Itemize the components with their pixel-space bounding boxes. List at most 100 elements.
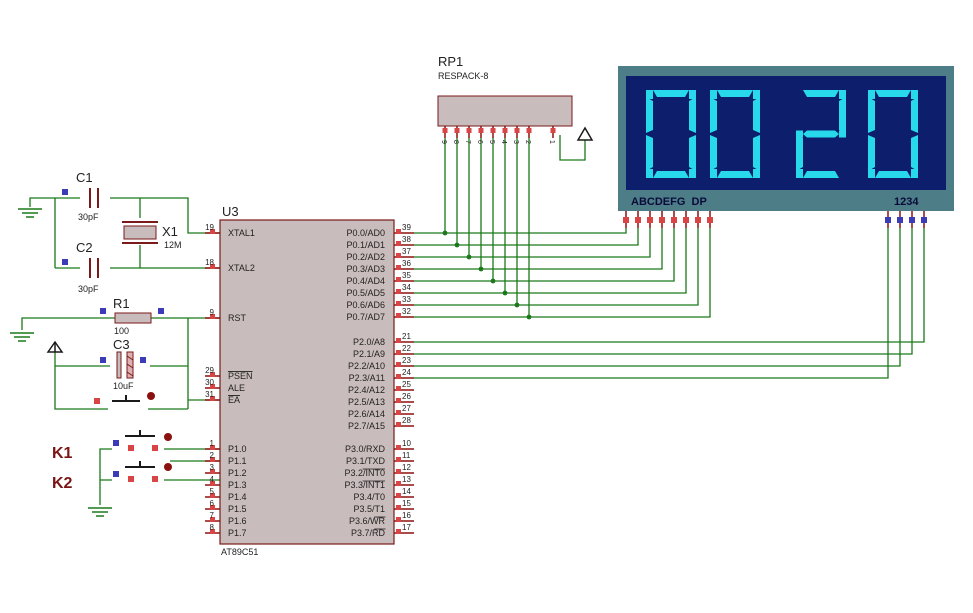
mcu-pin-num: 18 — [205, 258, 214, 267]
mcu-pin-name: P0.3/AD3 — [346, 264, 385, 274]
capacitor-c1[interactable]: C1 30pF — [62, 170, 110, 222]
segment-label: ABCDEFG DP — [631, 196, 707, 208]
mcu-pin-name: P0.0/AD0 — [346, 228, 385, 238]
mcu-right-pins: 39P0.0/AD038P0.1/AD137P0.2/AD236P0.3/AD3… — [344, 223, 414, 538]
ground-symbol — [18, 208, 42, 218]
mcu-left-pins: 19XTAL118XTAL29RST29PSEN30ALE31EA1P1.02P… — [205, 223, 255, 538]
mcu-pin-name: P0.6/AD6 — [346, 300, 385, 310]
k1-label: K1 — [52, 445, 73, 462]
mcu-pin-name: P2.6/A14 — [348, 409, 385, 419]
key-k2[interactable]: K2 — [52, 461, 172, 492]
mcu-pin-name: P1.7 — [228, 528, 247, 538]
capacitor-c2[interactable]: C2 30pF — [62, 240, 110, 294]
mcu-pin-name: P2.7/A15 — [348, 421, 385, 431]
c1-value: 30pF — [78, 212, 99, 222]
mcu-pin-name: P0.5/AD5 — [346, 288, 385, 298]
mcu-pin-name: P3.3/INT1 — [344, 480, 385, 490]
crystal-x1[interactable]: X1 12M — [122, 221, 182, 250]
mcu-pin-num: 37 — [402, 247, 411, 256]
resistor-r1[interactable]: R1 100 — [100, 296, 164, 336]
mcu-pin-name: P3.6/WR — [349, 516, 386, 526]
mcu-pin-num: 24 — [402, 368, 411, 377]
mcu-pin-name: P1.1 — [228, 456, 247, 466]
mcu-pin-num: 36 — [402, 259, 411, 268]
mcu-pin-name: EA — [228, 395, 240, 405]
mcu-pin-num: 2 — [210, 451, 215, 460]
mcu-pin-name: P0.2/AD2 — [346, 252, 385, 262]
rp1-part: RESPACK-8 — [438, 71, 488, 81]
mcu-pin-name: PSEN — [228, 371, 253, 381]
mcu-pin-name: P0.4/AD4 — [346, 276, 385, 286]
display-digit — [796, 90, 846, 178]
seven-segment-display[interactable]: ABCDEFG DP 1234 — [618, 66, 954, 228]
x1-ref: X1 — [162, 224, 178, 239]
mcu-pin-name: XTAL2 — [228, 263, 255, 273]
power-symbol — [46, 340, 64, 353]
mcu-pin-num: 11 — [402, 451, 411, 460]
x1-value: 12M — [164, 240, 182, 250]
mcu-pin-num: 26 — [402, 392, 411, 401]
mcu-pin-name: P0.7/AD7 — [346, 312, 385, 322]
mcu-pin-name: P2.3/A11 — [349, 373, 385, 383]
key-k1[interactable]: K1 — [52, 430, 172, 462]
mcu-pin-num: 35 — [402, 271, 411, 280]
mcu-pin-num: 31 — [205, 390, 214, 399]
rp1-pin-num: 6 — [476, 140, 483, 144]
mcu-u3[interactable]: U3 AT89C51 19XTAL118XTAL29RST29PSEN30ALE… — [205, 204, 414, 557]
mcu-pin-num: 13 — [402, 475, 411, 484]
mcu-pin-num: 3 — [210, 463, 215, 472]
display-digits — [646, 90, 918, 178]
rp1-ref: RP1 — [438, 54, 463, 69]
mcu-pin-num: 1 — [210, 439, 215, 448]
mcu-pin-name: P3.5/T1 — [353, 504, 385, 514]
mcu-pin-num: 6 — [210, 499, 215, 508]
mcu-pin-name: P1.4 — [228, 492, 247, 502]
mcu-pin-num: 14 — [402, 487, 411, 496]
mcu-pin-num: 5 — [210, 487, 215, 496]
mcu-pin-num: 30 — [205, 378, 214, 387]
rp1-pin-num: 9 — [440, 140, 447, 144]
display-digit — [868, 90, 918, 178]
mcu-pin-name: P0.1/AD1 — [346, 240, 385, 250]
c2-value: 30pF — [78, 284, 99, 294]
mcu-pin-num: 29 — [205, 366, 214, 375]
mcu-pin-name: P1.5 — [228, 504, 247, 514]
reset-button[interactable] — [94, 392, 155, 414]
power-symbol — [576, 126, 594, 141]
rp1-pin-num: 7 — [464, 140, 471, 144]
bus-wires — [414, 138, 925, 379]
r1-value: 100 — [114, 326, 129, 336]
mcu-pin-name: RST — [228, 313, 247, 323]
mcu-pin-num: 10 — [402, 439, 411, 448]
mcu-pin-num: 12 — [402, 463, 411, 472]
c3-value: 10uF — [113, 381, 134, 391]
mcu-pin-name: P3.7/RD — [351, 528, 386, 538]
mcu-pin-num: 34 — [402, 283, 411, 292]
mcu-pin-name: P3.1/TXD — [346, 456, 386, 466]
mcu-pin-name: P1.0 — [228, 444, 247, 454]
c3-ref: C3 — [113, 337, 130, 352]
r1-ref: R1 — [113, 296, 130, 311]
display-digit — [710, 90, 760, 178]
mcu-pin-num: 15 — [402, 499, 411, 508]
digit-label: 1234 — [894, 196, 919, 208]
ground-symbol — [88, 507, 112, 517]
ground-symbol — [10, 332, 34, 342]
mcu-pin-num: 4 — [210, 475, 215, 484]
c2-ref: C2 — [76, 240, 93, 255]
mcu-pin-num: 33 — [402, 295, 411, 304]
capacitor-c3[interactable]: C3 10uF — [100, 337, 150, 391]
c1-ref: C1 — [76, 170, 93, 185]
k2-label: K2 — [52, 475, 73, 492]
mcu-pin-name: P2.0/A8 — [353, 337, 385, 347]
mcu-pin-name: P2.1/A9 — [353, 349, 385, 359]
mcu-pin-num: 7 — [210, 511, 215, 520]
mcu-pin-name: P1.3 — [228, 480, 247, 490]
rp1-pin-num: 3 — [512, 140, 519, 144]
mcu-pin-name: P2.5/A13 — [348, 397, 385, 407]
mcu-pin-num: 21 — [402, 332, 411, 341]
display-digit — [646, 90, 696, 178]
